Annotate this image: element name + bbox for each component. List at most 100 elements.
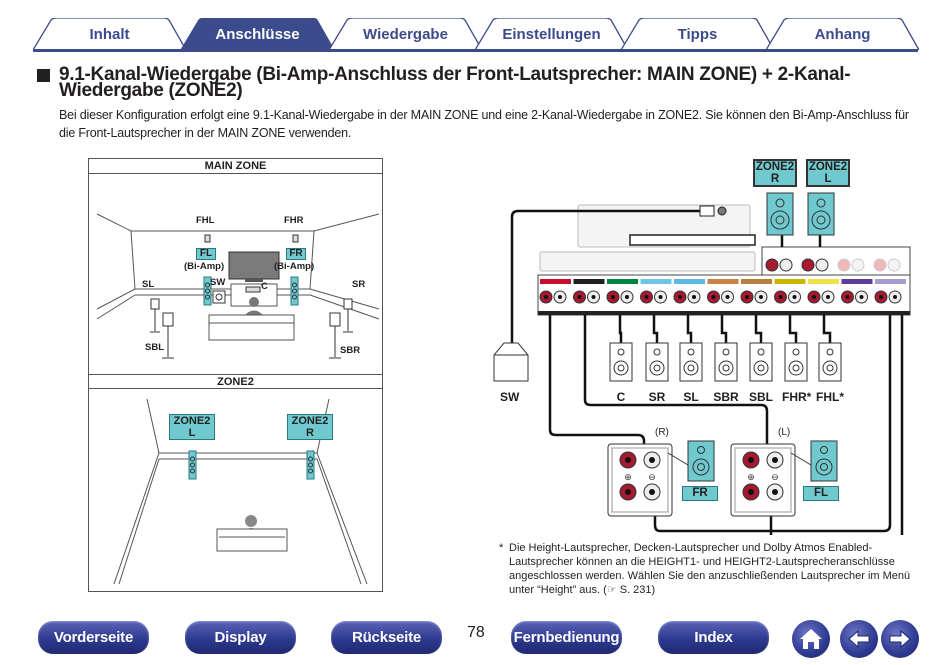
tab-anschluesse[interactable]: Anschlüsse	[181, 18, 334, 50]
zone2-speaker-icon	[766, 192, 794, 236]
zone2-minus-terminal-icon	[815, 258, 829, 272]
fhr-speaker-icon	[292, 234, 299, 243]
nav-rueckseite-button[interactable]: Rückseite	[331, 621, 442, 654]
speaker-cable	[618, 315, 623, 343]
terminal-color-band	[607, 279, 638, 284]
label-fl: FL	[196, 248, 216, 260]
label-sbr: SBR	[340, 345, 361, 356]
terminal-color-band	[875, 279, 906, 284]
fl-speaker-icon	[790, 440, 838, 482]
tab-inhalt[interactable]: Inhalt	[33, 18, 186, 50]
nav-fernbedienung-button[interactable]: Fernbedienung	[511, 621, 622, 654]
speaker-label: SL	[683, 390, 699, 404]
top-tab-bar: Inhalt Anschlüsse Wiedergabe Einstellung…	[33, 16, 919, 52]
fr-speaker-icon	[667, 440, 715, 482]
listener-icon	[249, 297, 259, 307]
label-sbl: SBL	[145, 342, 164, 353]
nav-index-button[interactable]: Index	[658, 621, 769, 654]
sr-speaker-icon	[343, 298, 353, 333]
terminal-color-band	[540, 279, 571, 284]
fr-biamp-terminal-box: ⊕⊖	[607, 443, 673, 517]
fr-high-cable	[548, 315, 646, 460]
fl-high-cable	[583, 315, 769, 460]
footnote-star: *	[499, 542, 504, 554]
rca-plug-icon	[699, 205, 715, 217]
arrow-left-icon	[848, 629, 870, 649]
subwoofer-icon	[212, 290, 226, 304]
terminal-color-band	[808, 279, 839, 284]
tab-tipps[interactable]: Tipps	[621, 18, 774, 50]
svg-text:⊕: ⊕	[747, 472, 755, 482]
label-fr: FR	[286, 248, 306, 260]
label-fl-bi-amp: (Bi-Amp)	[184, 261, 225, 272]
footnote: * Die Height-Lautsprecher, Decken-Lautsp…	[499, 541, 919, 597]
zone2-listener-icon	[245, 515, 257, 527]
speaker-icon	[749, 342, 773, 382]
zone2-plus-terminal-icon	[765, 258, 779, 272]
speaker-cable	[822, 315, 832, 343]
center-speaker-icon	[245, 286, 261, 293]
label-fl-connection: FL	[803, 486, 839, 501]
zone2-minus-terminal-icon	[851, 258, 865, 272]
terminal-color-band	[774, 279, 806, 284]
zone2-plus-terminal-icon	[873, 258, 887, 272]
speaker-cable	[788, 315, 798, 343]
room-drawing	[96, 213, 380, 585]
speaker-icon	[645, 342, 669, 382]
speaker-icon	[714, 342, 738, 382]
sofa-icon	[208, 314, 295, 341]
zone2-r-speaker-icon	[306, 450, 315, 480]
tv-icon	[228, 251, 280, 307]
back-button[interactable]	[840, 620, 878, 658]
nav-display-button[interactable]: Display	[185, 621, 296, 654]
fhl-speaker-icon	[204, 234, 211, 243]
terminal-color-band	[707, 279, 739, 284]
speaker-icon	[679, 342, 703, 382]
zone2-plus-terminal-icon	[837, 258, 851, 272]
label-sw-connection: SW	[500, 390, 520, 404]
speaker-icon	[784, 342, 808, 382]
label-right-channel: (R)	[655, 427, 669, 438]
tab-wiedergabe[interactable]: Wiedergabe	[329, 18, 482, 50]
speaker-label: SBL	[749, 390, 773, 404]
tab-anhang[interactable]: Anhang	[766, 18, 919, 50]
tab-baseline	[33, 49, 918, 52]
page-number: 78	[467, 624, 485, 641]
section-heading: 9.1-Kanal-Wiedergabe (Bi-Amp-Anschluss d…	[37, 65, 917, 101]
speaker-label: FHL*	[816, 390, 844, 404]
label-sl: SL	[142, 279, 155, 290]
sbr-speaker-icon	[329, 312, 341, 359]
zone2-sofa-icon	[216, 528, 288, 552]
home-button[interactable]	[792, 620, 830, 658]
svg-text:⊕: ⊕	[624, 472, 632, 482]
speaker-cable	[652, 315, 659, 343]
sl-speaker-icon	[150, 298, 160, 333]
terminal-color-band	[674, 279, 705, 284]
speaker-icon	[818, 342, 842, 382]
speaker-cable	[754, 315, 763, 343]
label-sr: SR	[352, 279, 366, 290]
room-diagram: MAIN ZONE ZONE2	[88, 158, 383, 592]
terminal-color-band	[841, 279, 873, 284]
nav-vorderseite-button[interactable]: Vorderseite	[38, 621, 149, 654]
zone2-speaker-icon	[807, 192, 835, 236]
label-c: C	[261, 281, 268, 292]
zone2-minus-terminal-icon	[887, 258, 901, 272]
zone2-plus-terminal-icon	[801, 258, 815, 272]
tab-einstellungen[interactable]: Einstellungen	[475, 18, 628, 50]
label-fhl: FHL	[196, 215, 215, 226]
intro-paragraph: Bei dieser Konfiguration erfolgt eine 9.…	[59, 108, 909, 140]
speaker-cable	[686, 315, 693, 343]
zone2-l-speaker-icon	[188, 450, 197, 480]
speaker-cable	[720, 315, 728, 343]
terminal-color-band	[573, 279, 605, 284]
zone2-minus-terminal-icon	[779, 258, 793, 272]
label-fr-connection: FR	[682, 486, 718, 501]
label-fhr: FHR	[284, 215, 304, 226]
heading-line-2: Wiedergabe (ZONE2)	[59, 80, 243, 101]
forward-button[interactable]	[881, 620, 919, 658]
